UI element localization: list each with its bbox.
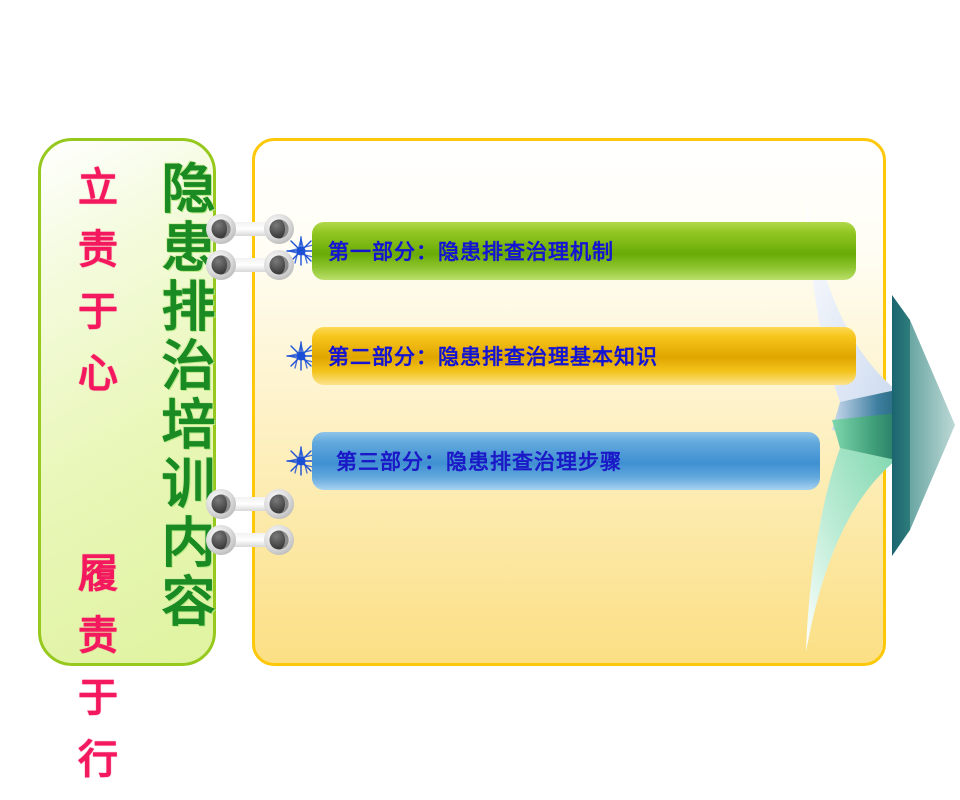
binder-ring-icon — [206, 489, 294, 519]
section-item-3-label: 第三部分：隐患排查治理步骤 — [336, 450, 622, 474]
slogan-text: 立责于心 履责于行 — [71, 166, 118, 800]
binder-ring-icon — [206, 525, 294, 555]
binder-ring-icon — [206, 214, 294, 244]
section-item-2-label: 第二部分：隐患排查治理基本知识 — [328, 345, 658, 369]
sparkle-icon — [286, 236, 316, 266]
section-item-2[interactable]: 第二部分：隐患排查治理基本知识 — [312, 327, 856, 385]
sparkle-icon — [286, 446, 316, 476]
sparkle-icon — [286, 341, 316, 371]
slide-canvas: 立责于心 履责于行 隐患排治培训内容 — [38, 138, 955, 800]
binder-ring-icon — [206, 250, 294, 280]
page-title: 隐患排治培训内容 — [152, 160, 215, 632]
content-panel — [252, 138, 886, 666]
section-item-1-label: 第一部分：隐患排查治理机制 — [328, 240, 614, 264]
title-panel — [38, 138, 216, 666]
section-item-3[interactable]: 第三部分：隐患排查治理步骤 — [312, 432, 820, 490]
section-item-1[interactable]: 第一部分：隐患排查治理机制 — [312, 222, 856, 280]
